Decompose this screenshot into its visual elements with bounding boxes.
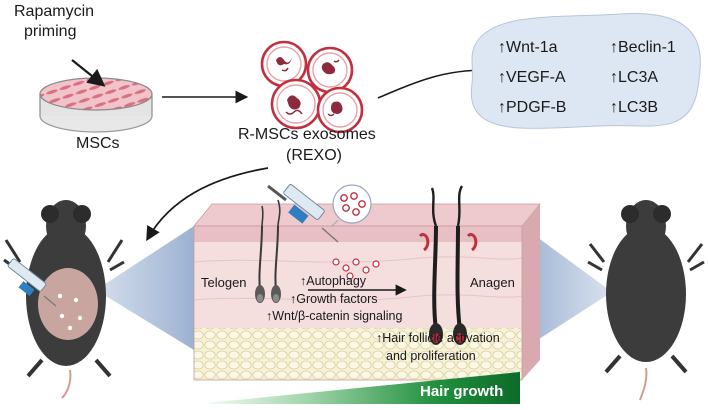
outcome-line1: ↑Hair follicle activation xyxy=(376,331,500,345)
zoom-wedge-left xyxy=(96,226,194,350)
telogen-label: Telogen xyxy=(201,275,247,290)
syringe-icon xyxy=(267,184,339,243)
mechanism-wnt-signaling: ↑Wnt/β-catenin signaling xyxy=(266,309,403,323)
priming-arrow xyxy=(71,59,106,87)
marker-left-1: ↑Wnt-1a xyxy=(498,39,558,56)
exosome-particles-icon xyxy=(332,258,380,280)
marker-right-3: ↑LC3B xyxy=(610,99,659,116)
exosomes-label-line2: (REXO) xyxy=(286,147,342,164)
priming-label-line2: priming xyxy=(24,23,77,40)
anagen-label: Anagen xyxy=(470,275,515,290)
mouse-syringe-icon xyxy=(7,258,57,307)
marker-right-1: ↑Beclin-1 xyxy=(610,39,676,56)
marker-left-3: ↑PDGF-B xyxy=(498,99,567,116)
marker-box xyxy=(470,12,701,129)
outcome-line2: and proliferation xyxy=(386,349,476,363)
hair-growth-bar xyxy=(196,372,520,404)
mechanism-autophagy: ↑Autophagy xyxy=(300,274,367,288)
treated-mouse-left-icon xyxy=(3,200,125,399)
exosome-to-markers-arrow xyxy=(377,63,490,99)
cells-label: MSCs xyxy=(76,135,120,152)
marker-left-2: ↑VEGF-A xyxy=(498,69,566,86)
skin-cross-section xyxy=(193,203,541,381)
epidermis-layer xyxy=(194,226,522,242)
fat-layer xyxy=(194,328,522,380)
anagen-follicles-icon xyxy=(418,185,478,345)
priming-label-line1: Rapamycin xyxy=(14,3,95,20)
treated-mouse-right-icon xyxy=(587,200,705,401)
telogen-follicles-icon xyxy=(255,199,281,303)
zoom-wedge-right xyxy=(522,226,612,350)
exosomes-label-line1: R-MSCs exosomes xyxy=(238,126,376,143)
marker-right-2: ↑LC3A xyxy=(610,69,659,86)
petri-dish-icon xyxy=(39,77,153,133)
exosome-magnified-icon xyxy=(331,184,372,227)
exosome-cluster-icon xyxy=(260,40,364,134)
mechanism-growth-factors: ↑Growth factors xyxy=(290,292,378,306)
dermis-layer xyxy=(194,242,522,328)
treatment-arrow xyxy=(146,167,269,242)
hair-growth-label: Hair growth xyxy=(420,383,504,400)
